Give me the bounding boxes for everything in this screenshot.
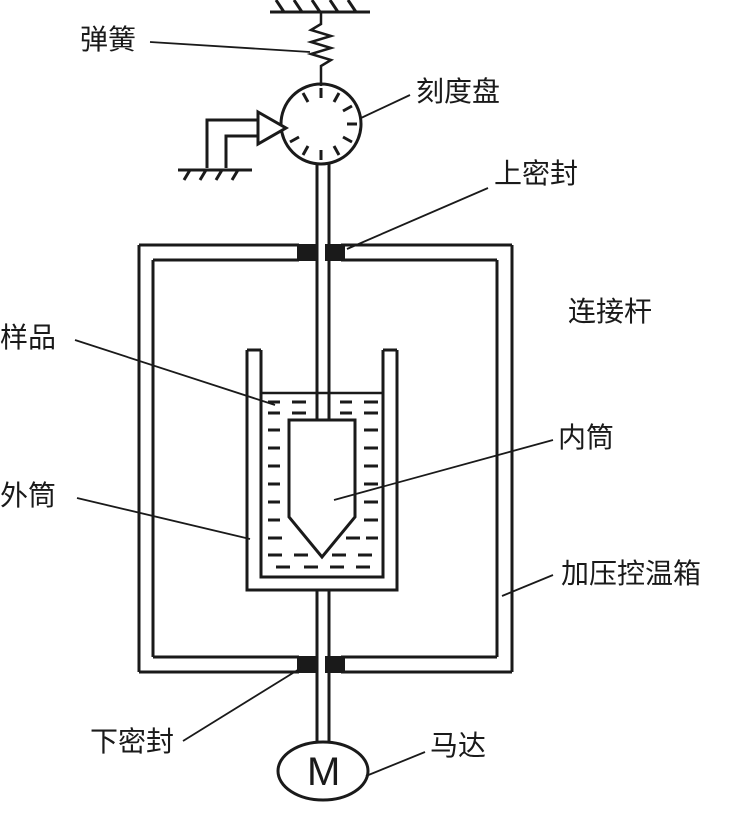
label-upper-seal: 上密封	[494, 157, 579, 190]
leader-motor	[365, 751, 426, 777]
leader-sample	[74, 339, 276, 406]
motor	[276, 740, 370, 802]
lower-seal	[297, 656, 345, 673]
label-lower-seal: 下密封	[90, 725, 175, 758]
label-sample: 样品	[0, 321, 57, 354]
leader-inner-cylinder	[333, 439, 554, 501]
upper-seal	[297, 244, 345, 261]
outer-cylinder	[245, 348, 399, 592]
connecting-rod	[315, 164, 331, 420]
spring	[306, 12, 336, 86]
sample-liquid	[268, 400, 378, 569]
label-chamber: 加压控温箱	[561, 557, 702, 590]
label-connecting-rod: 连接杆	[568, 295, 653, 328]
leader-dial	[360, 94, 411, 119]
dial	[279, 82, 363, 166]
motor-shaft	[315, 590, 331, 743]
leader-upper-seal	[346, 187, 489, 250]
label-spring: 弹簧	[80, 23, 137, 56]
label-inner-cylinder: 内筒	[558, 421, 615, 454]
label-motor: 马达	[430, 729, 487, 762]
label-outer-cylinder: 外筒	[0, 479, 57, 512]
leader-lines	[74, 41, 554, 777]
pointer-ground	[178, 168, 252, 181]
leader-chamber	[501, 574, 554, 597]
leader-spring	[149, 41, 311, 53]
leader-outer-cylinder	[76, 497, 251, 540]
pressure-temperature-chamber	[137, 243, 514, 674]
label-dial: 刻度盘	[416, 75, 501, 108]
dial-pointer	[205, 109, 290, 168]
top-fixed-support	[270, 0, 370, 14]
motor-letter: M	[307, 750, 341, 794]
leader-lower-seal	[182, 667, 302, 742]
inner-cylinder	[287, 418, 357, 560]
